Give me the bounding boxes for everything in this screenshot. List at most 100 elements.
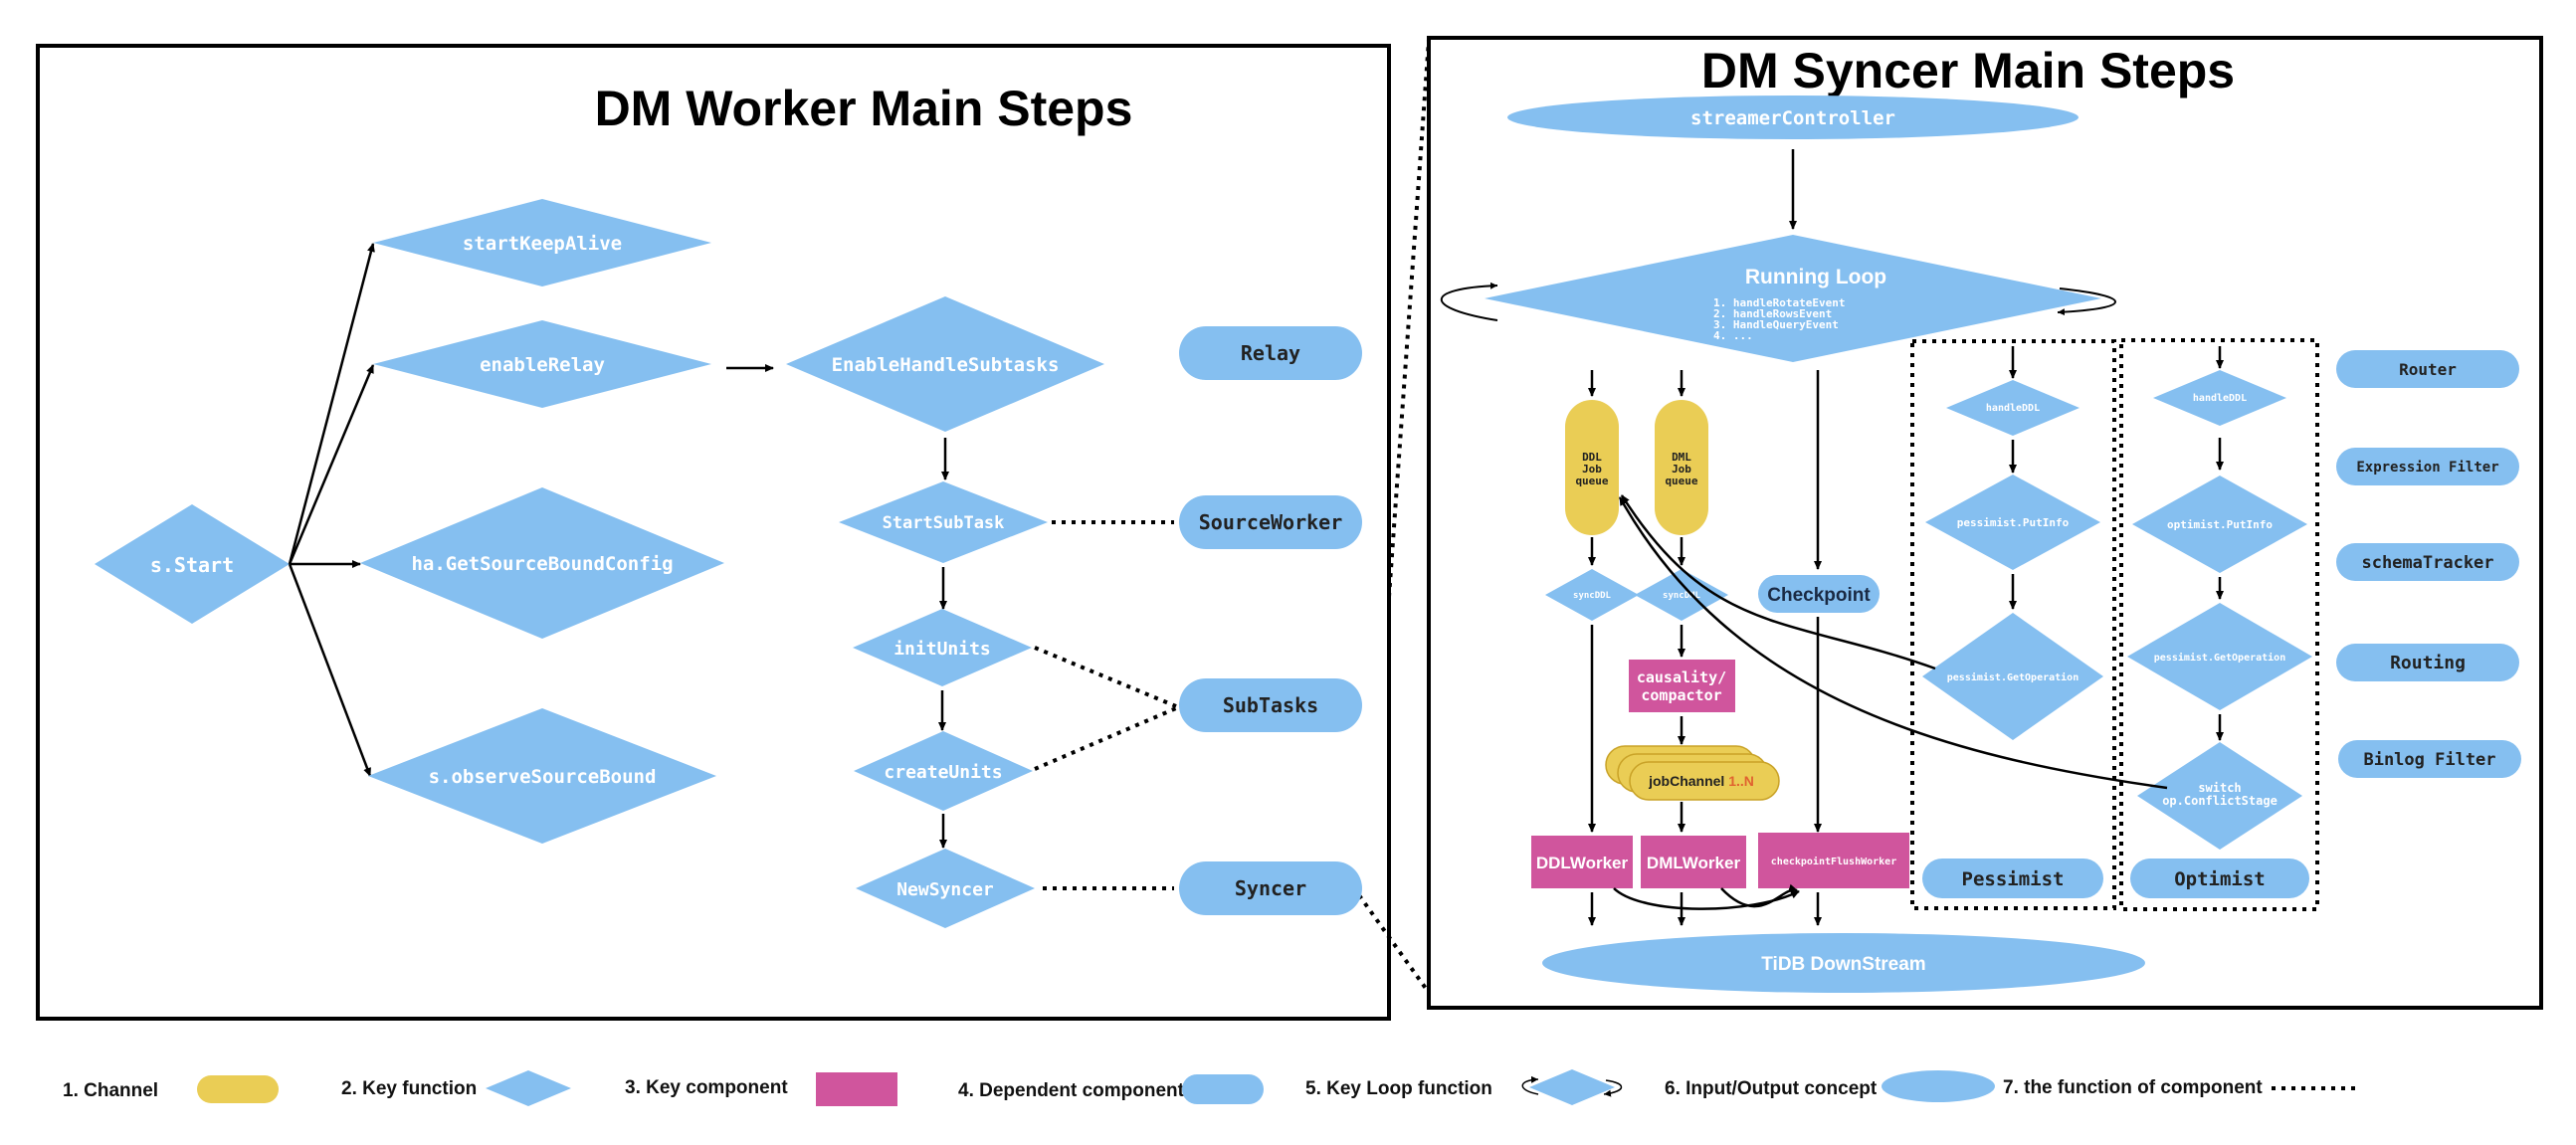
- ddl-queue-line-2: Job: [1582, 463, 1602, 476]
- sync-ddl-label: syncDDL: [1573, 591, 1612, 601]
- syncer-label: Syncer: [1235, 876, 1306, 900]
- job-channel-label: jobChannel 1..N: [1648, 773, 1754, 789]
- legend-channel-swatch: [197, 1075, 279, 1103]
- s-start-diamond: [95, 504, 290, 624]
- routing-label: Routing: [2390, 653, 2466, 673]
- dml-worker-label: DMLWorker: [1647, 854, 1741, 872]
- routing-component: [2336, 644, 2519, 681]
- curve-optimist-switch-to-ddlqueue: [1618, 496, 2168, 790]
- enable-handle-subtasks-label: EnableHandleSubtasks: [832, 354, 1060, 376]
- streamer-controller-label: streamerController: [1690, 107, 1895, 129]
- legend-io-concept-text: 6. Input/Output concept: [1665, 1078, 1878, 1099]
- job-channel-name: jobChannel: [1648, 773, 1724, 789]
- subtasks-component: [1179, 678, 1362, 732]
- optimist-put-info-label: optimist.PutInfo: [2167, 518, 2273, 531]
- syncer-component: [1179, 861, 1362, 915]
- new-syncer-diamond: [856, 849, 1035, 928]
- source-worker-component: [1179, 495, 1362, 549]
- curve-pessimist-get-to-ddlqueue: [1620, 494, 1936, 670]
- pessimist-get-operation-diamond: [1922, 613, 2103, 740]
- optimist-component: [2130, 859, 2309, 898]
- curve-ddlworker-flush: [1613, 887, 1800, 910]
- dotted-createunits-subtasks: [1034, 706, 1177, 771]
- start-sub-task-label: StartSubTask: [883, 513, 1005, 533]
- job-channel-range: 1..N: [1728, 773, 1754, 789]
- dml-queue-line-1: DML: [1672, 451, 1691, 464]
- optimist-put-info-diamond: [2132, 476, 2307, 573]
- legend-io-concept-swatch: [1882, 1070, 1995, 1102]
- observe-source-bound-diamond: [368, 708, 716, 844]
- binlog-filter-component: [2338, 740, 2521, 778]
- running-loop-item-3: 3. HandleQueryEvent: [1713, 318, 1839, 331]
- create-units-label: createUnits: [884, 762, 1002, 783]
- legend-function-of-component-text: 7. the function of component: [2003, 1077, 2263, 1098]
- legend-dependent-component-swatch: [1182, 1074, 1264, 1104]
- optimist-switch-line-1: switch: [2198, 781, 2241, 795]
- running-loop-label: Running Loop: [1745, 266, 1886, 288]
- relay-label: Relay: [1241, 341, 1300, 365]
- legend-key-loop-function-text: 5. Key Loop function: [1305, 1078, 1492, 1099]
- zoom-connector-bottom: [1357, 893, 1429, 992]
- pessimist-group-frame: [1910, 339, 2116, 910]
- causality-line-2: compactor: [1641, 686, 1721, 704]
- causality-line-1: causality/: [1637, 668, 1726, 686]
- schema-tracker-component: [2336, 543, 2519, 581]
- running-loop-item-2: 2. handleRowsEvent: [1713, 307, 1832, 320]
- s-start-label: s.Start: [150, 553, 234, 577]
- checkpoint-flush-worker-component: [1758, 833, 1909, 888]
- tidb-downstream-label: TiDB DownStream: [1761, 954, 1925, 975]
- relay-component: [1179, 326, 1362, 380]
- sync-ddl-diamond: [1545, 569, 1639, 621]
- optimist-label: Optimist: [2174, 868, 2266, 890]
- optimist-handle-ddl-label: handleDDL: [2193, 393, 2247, 404]
- syncer-frame: [1427, 36, 2543, 1010]
- optimist-switch-diamond: [2137, 742, 2302, 850]
- running-loop-diamond: [1485, 235, 2101, 362]
- start-keep-alive-label: startKeepAlive: [463, 233, 622, 255]
- schema-tracker-label: schemaTracker: [2361, 553, 2493, 573]
- init-units-label: initUnits: [893, 639, 991, 660]
- running-loop-item-1: 1. handleRotateEvent: [1713, 296, 1845, 309]
- pessimist-put-info-diamond: [1925, 475, 2100, 570]
- pessimist-handle-ddl-label: handleDDL: [1986, 403, 2040, 414]
- dml-job-queue: [1655, 400, 1708, 535]
- optimist-handle-ddl-diamond: [2153, 370, 2286, 426]
- ddl-queue-line-3: queue: [1575, 475, 1608, 487]
- arrow-start-keepalive: [288, 243, 375, 565]
- legend-key-loop-function-swatch: [1529, 1069, 1615, 1105]
- optimist-get-operation-label: pessimist.GetOperation: [2154, 652, 2285, 664]
- pessimist-get-operation-label: pessimist.GetOperation: [1947, 671, 2079, 683]
- get-source-bound-config-label: ha.GetSourceBoundConfig: [411, 553, 673, 575]
- pessimist-handle-ddl-diamond: [1946, 380, 2080, 436]
- arrow-start-enablerelay: [288, 364, 375, 565]
- new-syncer-label: NewSyncer: [896, 879, 994, 900]
- checkpoint-component: [1758, 575, 1880, 613]
- start-sub-task-diamond: [839, 481, 1048, 563]
- legend-loop-arc-right: [1603, 1079, 1623, 1097]
- pessimist-put-info-label: pessimist.PutInfo: [1957, 516, 2070, 529]
- checkpoint-flush-worker-label: checkpointFlushWorker: [1771, 856, 1896, 867]
- legend-key-function-swatch: [486, 1070, 571, 1106]
- causality-compactor-component: [1629, 660, 1735, 712]
- enable-handle-subtasks-diamond: [786, 296, 1104, 432]
- job-channel: [1629, 761, 1780, 801]
- dotted-initunits-subtasks: [1034, 646, 1177, 708]
- legend-key-component-text: 3. Key component: [625, 1077, 788, 1098]
- expression-filter-label: Expression Filter: [2356, 460, 2498, 476]
- worker-frame: [36, 44, 1391, 1021]
- optimist-switch-line-2: op.ConflictStage: [2162, 794, 2278, 808]
- observe-source-bound-label: s.observeSourceBound: [429, 766, 657, 788]
- syncer-title: DM Syncer Main Steps: [1701, 43, 2235, 98]
- dml-worker-component: [1641, 836, 1746, 888]
- enable-relay-label: enableRelay: [480, 354, 605, 376]
- worker-title: DM Worker Main Steps: [595, 81, 1133, 136]
- legend-dependent-component-text: 4. Dependent component: [958, 1080, 1185, 1101]
- subtasks-label: SubTasks: [1223, 693, 1318, 717]
- optimist-group-frame: [2119, 338, 2319, 911]
- start-keep-alive-diamond: [373, 199, 711, 286]
- init-units-diamond: [853, 609, 1032, 686]
- pessimist-label: Pessimist: [1962, 868, 2065, 890]
- ddl-job-queue: [1565, 400, 1619, 535]
- running-loop-item-4: 4. ...: [1713, 329, 1753, 342]
